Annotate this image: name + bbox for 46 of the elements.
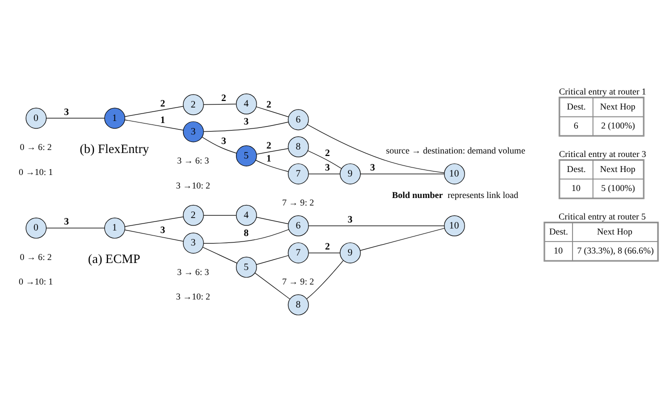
label: source → destination: demand volume xyxy=(386,145,526,156)
label: 3 →10: 2 xyxy=(176,291,210,302)
edge-label: 2 xyxy=(266,140,272,152)
label: 10 xyxy=(554,244,563,255)
edge-label: 3 xyxy=(221,136,226,147)
edge-label: 3 xyxy=(160,224,166,236)
label: 0 → 6: 2 xyxy=(20,251,52,262)
edge-label: 2 xyxy=(160,98,166,109)
label: Dest. xyxy=(566,101,586,112)
label: 7 (33.3%), 8 (66.6%) xyxy=(577,244,654,255)
label: Next Hop xyxy=(600,164,636,174)
edge-label: 2 xyxy=(221,92,226,104)
label: 2 (100%) xyxy=(601,120,635,130)
label: Next Hop xyxy=(600,101,636,112)
edge-label: 2 xyxy=(266,98,272,110)
label: Dest. xyxy=(566,164,586,174)
edge-label: 1 xyxy=(266,152,272,164)
edge-label: 3 xyxy=(348,214,353,225)
label: Next Hop xyxy=(597,226,632,236)
edge-label: 3 xyxy=(64,106,69,118)
label: 0 → 6: 2 xyxy=(20,141,52,152)
label: (b) FlexEntry xyxy=(80,141,149,156)
label: (a) ECMP xyxy=(88,251,140,266)
label: 3 → 6: 3 xyxy=(177,266,210,276)
label: 0 →10: 1 xyxy=(18,166,53,176)
edge-label: 2 xyxy=(325,148,330,159)
label: 3 →10: 2 xyxy=(176,180,210,190)
label: 10 xyxy=(571,182,580,192)
label: 7 → 9: 2 xyxy=(282,276,314,286)
label: 0 →10: 1 xyxy=(18,276,53,286)
edge-label: 2 xyxy=(325,240,330,252)
edge-label: 3 xyxy=(325,162,330,173)
edge-label: 3 xyxy=(244,116,249,128)
edge-label: 3 xyxy=(64,216,69,228)
label: 3 → 6: 3 xyxy=(177,154,210,165)
edge-label: 3 xyxy=(370,162,376,173)
label: Critical entry at router 1 xyxy=(559,86,646,96)
label: 6 xyxy=(574,120,578,130)
label: 7 → 9: 2 xyxy=(282,197,314,208)
edge-label: 1 xyxy=(160,114,166,126)
label: Critical entry at router 5 xyxy=(558,211,646,222)
label: Bold number represents link load xyxy=(392,190,518,200)
label: Critical entry at router 3 xyxy=(559,148,646,159)
label: Dest. xyxy=(549,226,568,236)
label: 5 (100%) xyxy=(601,182,635,192)
edge-label: 8 xyxy=(244,227,249,238)
